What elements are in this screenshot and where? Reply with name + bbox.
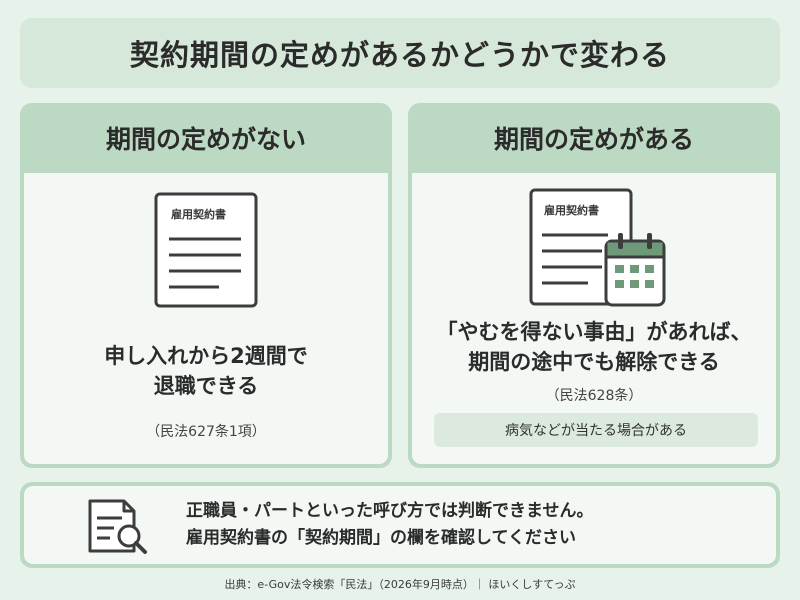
calendar-icon: [604, 233, 666, 307]
bottom-notice-body: 正職員・パートといった呼び方では判断できません。 雇用契約書の「契約期間」の欄を…: [24, 486, 776, 564]
law-citation: （民法628条）: [545, 388, 643, 404]
law-citation: （民法627条1項）: [146, 424, 266, 440]
bottom-line: 正職員・パートといった呼び方では判断できません。: [186, 501, 594, 521]
main-line: 申し入れから2週間で: [104, 344, 308, 368]
panel-no-fixed-term: 期間の定めがない 雇用契約書 申し入れから2週間で 退職できる （民法627条1…: [20, 103, 392, 468]
main-line: 退職できる: [153, 374, 259, 398]
main-line: 「やむを得ない事由」があれば、: [436, 320, 752, 344]
main-line: 期間の途中でも解除できる: [468, 350, 720, 374]
panel-fixed-term: 期間の定めがある 雇用契約書 「やむを得ない: [408, 103, 780, 468]
bottom-line: 雇用契約書の「契約期間」の欄を確認してください: [186, 528, 576, 548]
contract-calendar-icon: 雇用契約書: [529, 188, 666, 307]
bottom-message: 正職員・パートといった呼び方では判断できません。 雇用契約書の「契約期間」の欄を…: [186, 498, 594, 552]
main-statement: 「やむを得ない事由」があれば、 期間の途中でも解除できる: [412, 317, 776, 377]
main-statement: 申し入れから2週間で 退職できる: [24, 341, 388, 401]
document-search-icon: [88, 499, 147, 554]
panel-body: 雇用契約書 申し入れから2週間で 退職できる （民法627条1項）: [24, 173, 388, 464]
contract-document-icon: 雇用契約書: [154, 192, 258, 308]
doc-label: 雇用契約書: [544, 203, 599, 217]
page-title: 契約期間の定めがあるかどうかで変わる: [20, 18, 780, 88]
panel-body: 雇用契約書 「やむを得ない事由」があれば、 期間の途中でも解除できる: [412, 173, 776, 464]
panel-heading: 期間の定めがある: [493, 125, 694, 154]
doc-label: 雇用契約書: [171, 207, 226, 221]
source-credit: 出典：e-Gov法令検索「民法」（2026年9月時点）｜ ほいくしすてっぷ: [224, 578, 576, 591]
panel-heading: 期間の定めがない: [105, 125, 306, 154]
note-badge: 病気などが当たる場合がある: [434, 413, 758, 447]
bottom-notice: 正職員・パートといった呼び方では判断できません。 雇用契約書の「契約期間」の欄を…: [20, 482, 780, 568]
